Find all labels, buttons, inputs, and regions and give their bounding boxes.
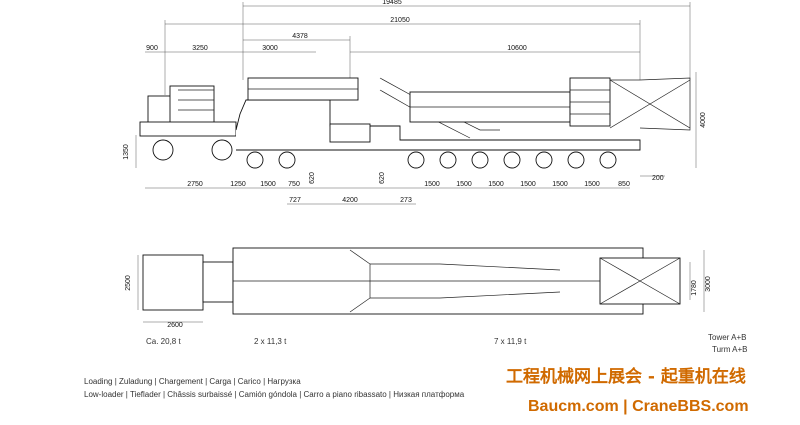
caption-tractor-load: Ca. 20,8 t: [146, 337, 181, 346]
dim-2750: 2750: [187, 181, 203, 188]
dim-1500: 1500: [520, 181, 536, 188]
wheel: [567, 151, 585, 169]
dim-900: 900: [146, 45, 158, 52]
dim-2600: 2600: [167, 322, 183, 329]
tractor-top: [142, 254, 204, 311]
trailer-chassis: [235, 77, 691, 151]
tractor-chassis: [139, 121, 237, 137]
caption-trailer-axle-load: 7 x 11,9 t: [494, 337, 527, 346]
dim-1500: 1500: [488, 181, 504, 188]
dim-2500: 2500: [125, 275, 132, 291]
wheel: [471, 151, 489, 169]
label-loading: Loading | Zuladung | Chargement | Carga …: [84, 377, 301, 386]
dim-3000: 3000: [705, 276, 712, 292]
dim-3000: 3000: [262, 45, 278, 52]
wheel: [503, 151, 521, 169]
wheel: [535, 151, 553, 169]
gooseneck: [329, 123, 371, 143]
dim-1350: 1350: [123, 144, 130, 160]
dim-4000: 4000: [700, 112, 707, 128]
dim-727: 727: [289, 197, 301, 204]
dim-10600: 10600: [507, 45, 527, 52]
dim-1500: 1500: [456, 181, 472, 188]
wheel: [599, 151, 617, 169]
side-view: 19485 21050 4378 10600 900 3250 3000 135…: [123, 0, 707, 205]
legend-turm: Turm A+B: [712, 345, 748, 354]
dim-620-a: 620: [309, 172, 316, 184]
dim-273: 273: [400, 197, 412, 204]
hook-block: [610, 77, 691, 131]
coupling-top: [202, 261, 234, 303]
wheel: [211, 139, 233, 161]
dim-4378: 4378: [292, 33, 308, 40]
dim-4200: 4200: [342, 197, 358, 204]
wheel: [246, 151, 264, 169]
wheels: [152, 139, 617, 169]
dim-1500: 1500: [424, 181, 440, 188]
dim-1500: 1500: [584, 181, 600, 188]
dim-620-b: 620: [379, 172, 386, 184]
label-lowloader: Low-loader | Tieflader | Châssis surbais…: [84, 390, 465, 399]
dim-750: 750: [288, 181, 300, 188]
tractor-unit: [139, 85, 237, 137]
dim-21050: 21050: [390, 17, 410, 24]
wheel: [407, 151, 425, 169]
watermark-title: 工程机械网上展会 - 起重机在线: [506, 366, 746, 387]
dim-1500: 1500: [260, 181, 276, 188]
dim-200: 200: [652, 175, 664, 182]
watermark-url: Baucm.com | CraneBBS.com: [528, 398, 749, 415]
dim-19485: 19485: [382, 0, 402, 6]
tractor-engine-housing: [169, 85, 215, 127]
dim-3250: 3250: [192, 45, 208, 52]
dim-850: 850: [618, 181, 630, 188]
wheel: [439, 151, 457, 169]
dim-1780: 1780: [691, 280, 698, 296]
dim-1500: 1500: [552, 181, 568, 188]
wheel: [278, 151, 296, 169]
dim-1250: 1250: [230, 181, 246, 188]
top-view: 2500 1780 3000 2600: [125, 247, 712, 329]
caption-lowloader-axle-load: 2 x 11,3 t: [254, 337, 287, 346]
wheel: [152, 139, 174, 161]
legend-tower: Tower A+B: [708, 333, 746, 342]
